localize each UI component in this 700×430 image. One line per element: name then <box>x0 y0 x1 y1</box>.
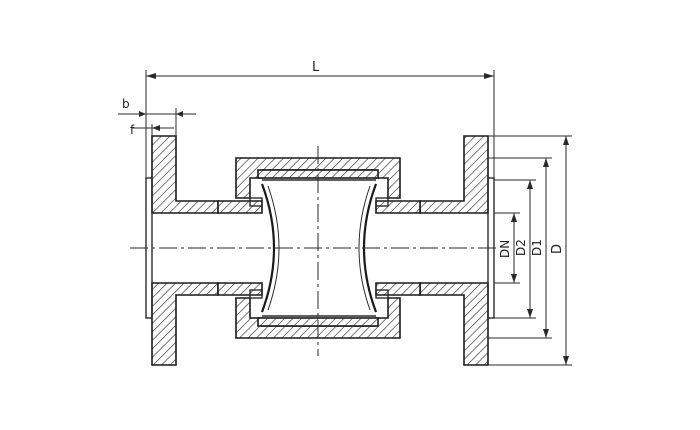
thickness-label: b <box>122 97 130 111</box>
f-label: f <box>130 123 135 137</box>
right-flange <box>419 135 495 366</box>
dimension-thickness: b f <box>118 97 196 178</box>
d2-label: D2 <box>514 239 528 256</box>
center-lines <box>130 146 500 356</box>
dimension-diameters: DN D2 D1 D <box>488 135 572 366</box>
dn-label: DN <box>498 240 512 258</box>
d1-label: D1 <box>530 239 544 256</box>
outer-diameter-label: D <box>550 244 565 254</box>
left-flange <box>145 135 219 366</box>
length-label: L <box>312 60 320 75</box>
